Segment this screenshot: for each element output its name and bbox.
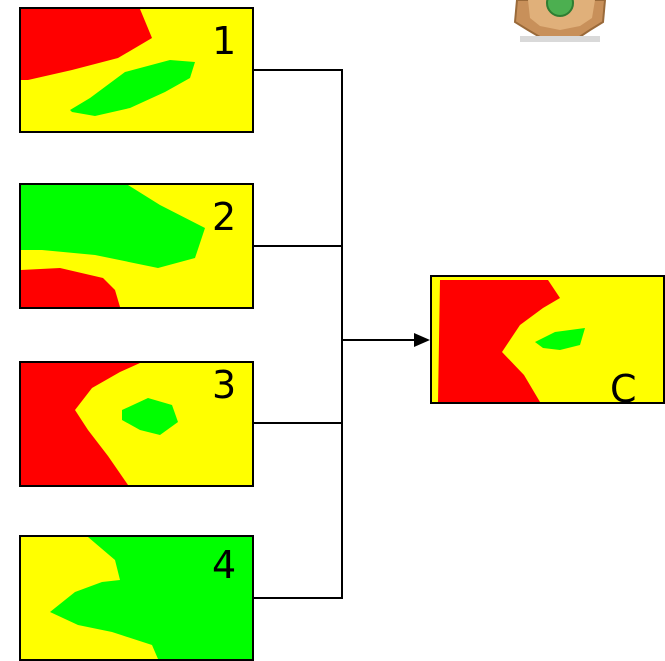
panel-1-red-zone	[21, 9, 152, 80]
combined-panel-label: C	[610, 367, 637, 411]
panel-1-label: 1	[212, 19, 236, 63]
panel-1-green-zone	[70, 60, 195, 116]
input-panel-2: 2	[19, 183, 254, 309]
panel-3-label: 3	[212, 363, 236, 407]
connector-panel-4	[253, 340, 343, 599]
combined-red-zone	[438, 280, 560, 402]
panel-4-label: 4	[212, 543, 236, 587]
connector-lines	[253, 69, 430, 599]
input-panel-4: 4	[19, 535, 254, 661]
map-box-icon	[513, 0, 607, 42]
arrow-head-icon	[414, 333, 430, 347]
panel-3-red-zone	[21, 363, 140, 485]
input-panel-3: 3	[19, 361, 254, 487]
panel-2-label: 2	[212, 195, 236, 239]
panel-3-green-zone	[122, 398, 178, 435]
combined-panel: C	[430, 275, 665, 411]
combined-green-zone	[535, 328, 585, 350]
panel-4-green-zone	[50, 537, 252, 659]
panel-2-green-zone	[21, 185, 205, 268]
connector-panel-1	[253, 69, 343, 340]
input-panel-1: 1	[19, 7, 254, 133]
panel-2-red-zone	[21, 268, 120, 307]
